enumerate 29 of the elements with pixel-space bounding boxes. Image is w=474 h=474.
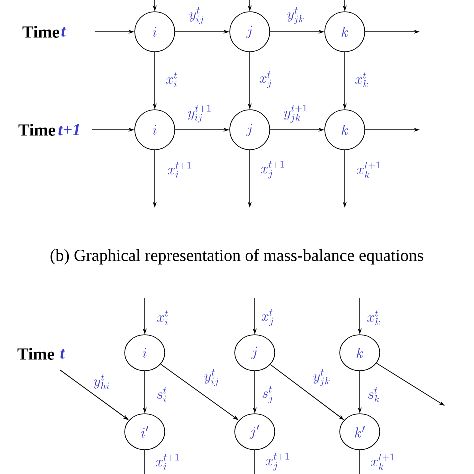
time-label: Time xyxy=(18,124,56,136)
edge-label: $s_{i}^{t}$ xyxy=(156,387,168,403)
edge-label: $x_{j}^{t+1}$ xyxy=(265,452,291,472)
time-label: Time xyxy=(18,348,54,360)
edge-label: $x_{i}^{t+1}$ xyxy=(167,162,193,178)
edge-label: $y_{jk}^{t}$ xyxy=(312,369,332,387)
time-label: t+1 xyxy=(58,124,80,136)
edge-label: $x_{j}^{t+1}$ xyxy=(260,160,286,180)
edge-label: $x_{j}^{t}$ xyxy=(258,71,274,89)
edge-label: $s_{j}^{t}$ xyxy=(262,386,274,404)
edge-label: $y_{ij}^{t+1}$ xyxy=(187,104,213,124)
edge-label: $x_{k}^{t+1}$ xyxy=(356,162,382,178)
edge-label: $x_{i}^{t+1}$ xyxy=(155,454,181,470)
edge-label: $y_{ij}^{t}$ xyxy=(204,369,220,387)
time-label: Time xyxy=(22,26,60,38)
time-label: t xyxy=(62,27,66,37)
edge-label: $y_{jk}^{t}$ xyxy=(286,7,306,25)
edge-label: $x_{i}^{t}$ xyxy=(156,310,170,326)
edge-label: $x_{k}^{t}$ xyxy=(366,310,382,326)
edge-label: $x_{k}^{t}$ xyxy=(354,72,370,88)
time-label: t xyxy=(60,349,66,359)
edge-label: $x_{j}^{t}$ xyxy=(260,309,276,327)
edge-label: $y_{jk}^{t+1}$ xyxy=(283,104,309,124)
edge-label: $x_{i}^{t}$ xyxy=(165,72,179,88)
edge-label: $y_{hi}^{t}$ xyxy=(93,374,111,390)
edge-label: $x_{k}^{t+1}$ xyxy=(370,454,396,470)
caption: (b) Graphical representation of mass-balance equations xyxy=(50,249,424,265)
edge-label: $s_{k}^{t}$ xyxy=(367,387,381,403)
edge-label: $y_{ij}^{t}$ xyxy=(188,7,206,25)
